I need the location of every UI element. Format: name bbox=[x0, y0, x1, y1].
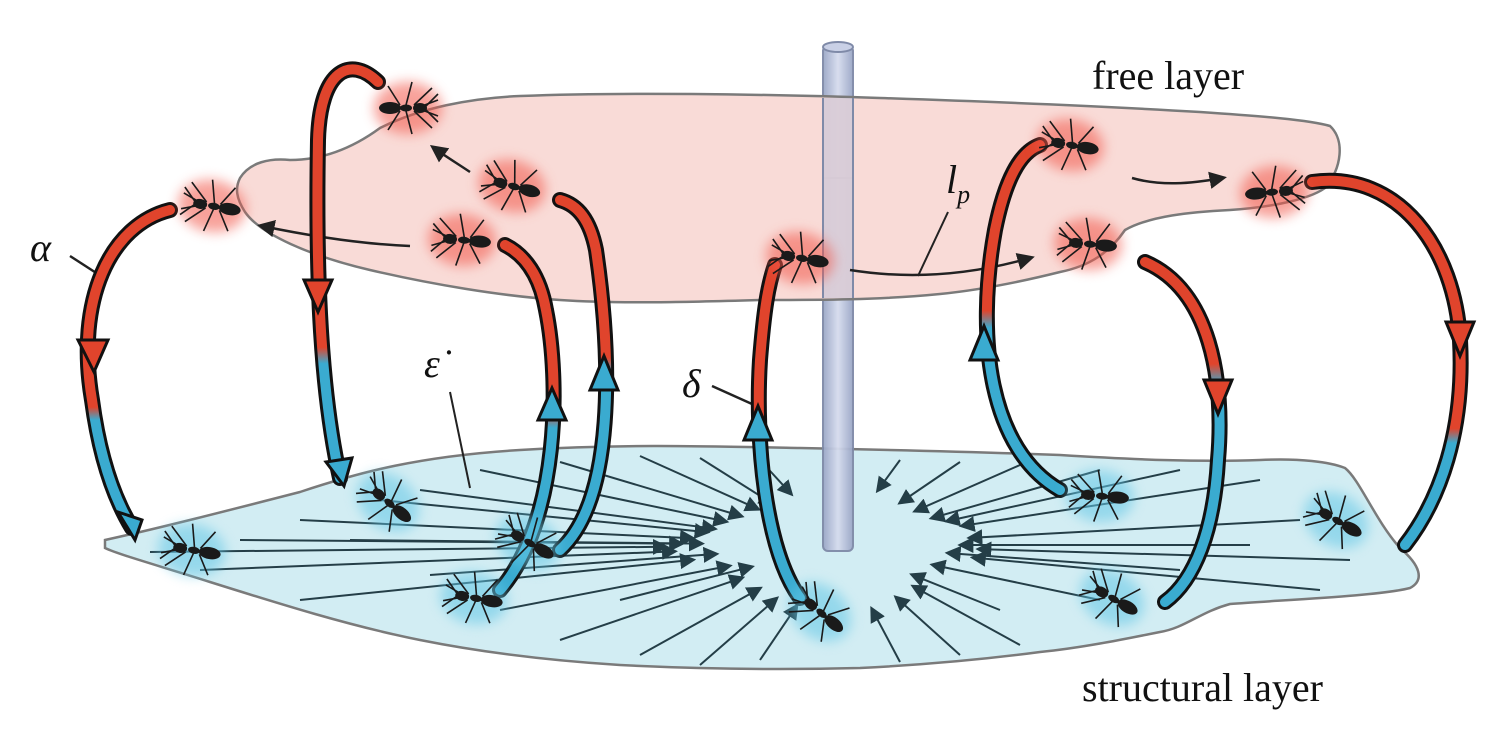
flow-arrow bbox=[699, 596, 780, 666]
arrowhead-center-left-1 bbox=[535, 384, 569, 422]
flow-arrow bbox=[966, 519, 1301, 546]
flow-arrow bbox=[875, 459, 901, 494]
arrowhead-alpha bbox=[75, 338, 111, 376]
flow-arrow bbox=[759, 603, 799, 661]
arrowhead-alpha-end bbox=[114, 509, 144, 544]
ant-icon bbox=[1078, 568, 1145, 628]
flow-arrow bbox=[928, 469, 1101, 523]
transition-arrows bbox=[79, 61, 1469, 610]
flow-arrow bbox=[912, 464, 1021, 514]
ant-icon bbox=[766, 231, 834, 285]
ant-icon bbox=[1054, 217, 1122, 271]
arrowhead-left-tall bbox=[301, 278, 335, 316]
lp-main: l bbox=[946, 157, 958, 202]
structural-flow-arrows bbox=[149, 455, 1351, 666]
flow-arrow bbox=[639, 586, 763, 656]
flow-arrow bbox=[975, 541, 1351, 561]
flow-arrow bbox=[870, 605, 901, 663]
flow-arrow bbox=[929, 559, 1101, 601]
ant-icon bbox=[1240, 165, 1308, 219]
flow-arrow bbox=[639, 455, 762, 512]
delta-label: δ bbox=[682, 361, 701, 406]
free-layer-label: free layer bbox=[1092, 53, 1245, 98]
flow-arrow bbox=[419, 489, 718, 536]
flow-arrow bbox=[969, 550, 1321, 591]
flow-arrow bbox=[909, 572, 1001, 611]
ant-icon bbox=[494, 512, 561, 572]
ant-icon bbox=[1036, 118, 1104, 172]
ant-icon bbox=[158, 523, 226, 577]
alpha-label: α bbox=[30, 225, 51, 270]
arrowhead-delta bbox=[741, 402, 775, 442]
epsilon-dot-label: ε̇ bbox=[424, 341, 440, 386]
arrowhead-right-down bbox=[1201, 378, 1235, 418]
flow-arrow bbox=[619, 562, 755, 601]
free-layer-arrows bbox=[257, 145, 1227, 277]
flow-arrow bbox=[910, 584, 1021, 646]
lp-subscript: p bbox=[957, 180, 971, 209]
label-leaders bbox=[69, 211, 949, 489]
flow-arrow bbox=[559, 574, 746, 641]
flow-arrow bbox=[499, 560, 733, 611]
rod-top bbox=[822, 41, 854, 53]
ant-icon bbox=[428, 213, 496, 267]
ant-icon bbox=[178, 179, 246, 233]
free-arrow-lp bbox=[849, 253, 1035, 277]
free-arrow-1 bbox=[257, 219, 411, 248]
arrowhead-far-right bbox=[1443, 320, 1477, 360]
loop-arrowheads bbox=[75, 278, 1477, 544]
lp-label: lp bbox=[946, 156, 970, 209]
flow-arrow bbox=[299, 519, 697, 546]
ant-icon bbox=[478, 159, 546, 213]
ant-icon bbox=[355, 471, 419, 532]
ants-group bbox=[158, 81, 1369, 642]
ant-icon bbox=[374, 81, 442, 135]
free-arrow-3 bbox=[1131, 171, 1227, 189]
ant-icon bbox=[440, 571, 508, 625]
structural-layer-label: structural layer bbox=[1082, 665, 1323, 710]
arrowhead-center-left-2 bbox=[587, 352, 621, 392]
loop-alpha bbox=[79, 202, 178, 536]
arrowhead-left-tall-end bbox=[323, 456, 355, 490]
arrowhead-right-up bbox=[967, 322, 1001, 362]
ant-icon bbox=[787, 581, 851, 642]
flow-arrow bbox=[199, 543, 678, 571]
flow-arrow bbox=[479, 469, 730, 527]
ant-icon bbox=[1066, 469, 1134, 523]
flow-arrow bbox=[149, 538, 669, 555]
free-arrow-2 bbox=[429, 145, 471, 174]
ant-icon bbox=[1302, 490, 1369, 550]
flow-arrow bbox=[893, 595, 961, 656]
flow-arrow bbox=[897, 461, 961, 505]
